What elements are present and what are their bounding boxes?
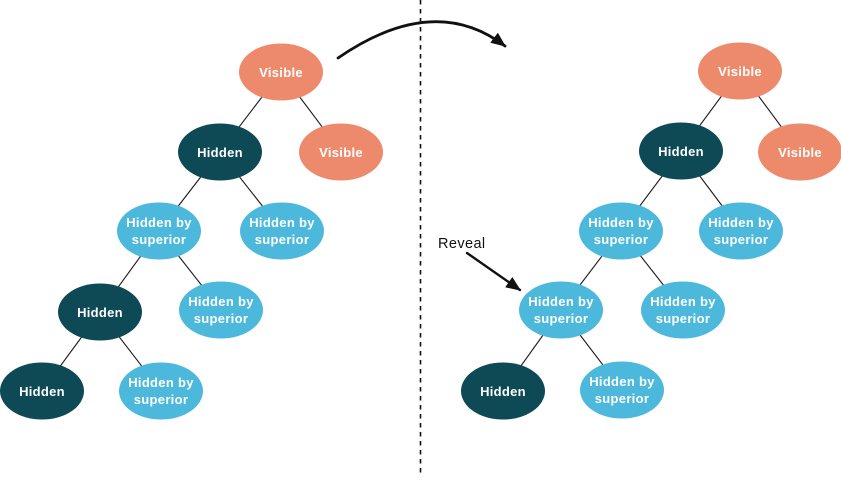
reveal-label: Reveal <box>438 236 486 252</box>
node-label: Hidden <box>77 305 123 320</box>
node-label: Visible <box>259 65 303 80</box>
node-ellipse-visible <box>758 123 841 181</box>
reveal-arrow <box>465 251 522 292</box>
node-ellipse-hidden_by_superior <box>119 362 203 420</box>
node-label: Hidden <box>197 145 243 160</box>
node-ellipse-visible <box>239 43 323 101</box>
tree-node: Visible <box>698 42 782 100</box>
node-label: Visible <box>718 64 762 79</box>
node-ellipse-hidden_by_superior <box>240 202 324 260</box>
node-ellipse-visible <box>299 123 383 181</box>
node-ellipse-hidden <box>461 362 545 420</box>
node-label: Hidden <box>19 384 65 399</box>
node-ellipse-hidden_by_superior <box>579 202 663 260</box>
node-ellipse-hidden_by_superior <box>699 202 783 260</box>
node-ellipse-hidden <box>639 122 723 180</box>
node-ellipse-hidden <box>0 362 84 420</box>
node-ellipse-hidden <box>58 283 142 341</box>
tree-node: Visible <box>758 123 841 181</box>
node-label: Visible <box>778 145 822 160</box>
tree-node: Hidden <box>58 283 142 341</box>
reveal-annotation: Reveal <box>438 236 522 292</box>
node-label: Hidden <box>480 384 526 399</box>
tree-node: Visible <box>239 43 323 101</box>
tree-node: Hidden <box>178 123 262 181</box>
node-ellipse-hidden_by_superior <box>179 281 263 339</box>
transition-arrow <box>336 20 507 60</box>
node-ellipse-hidden_by_superior <box>117 202 201 260</box>
node-ellipse-hidden_by_superior <box>580 361 664 419</box>
node-ellipse-hidden_by_superior <box>641 281 725 339</box>
tree-node: Hidden <box>639 122 723 180</box>
node-ellipse-hidden <box>178 123 262 181</box>
tree-node: Hidden <box>0 362 84 420</box>
node-ellipse-visible <box>698 42 782 100</box>
tree-node: Visible <box>299 123 383 181</box>
node-label: Visible <box>319 145 363 160</box>
tree-node: Hidden <box>461 362 545 420</box>
node-label: Hidden <box>658 144 704 159</box>
node-ellipse-hidden_by_superior <box>519 281 603 339</box>
